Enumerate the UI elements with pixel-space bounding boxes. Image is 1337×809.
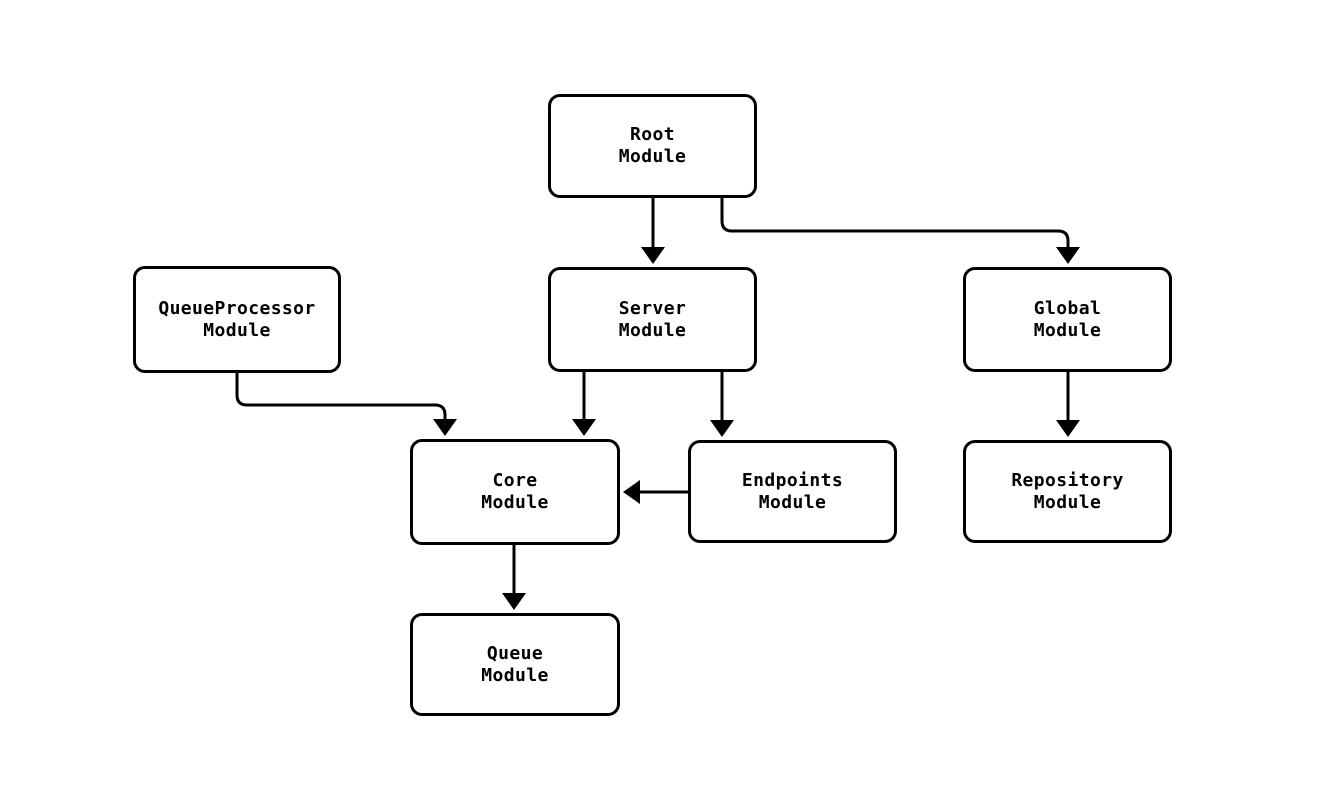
node-root-label-line1: Root <box>630 124 675 145</box>
node-core-label-line1: Core <box>492 470 538 491</box>
node-queue-label-line2: Module <box>481 664 549 686</box>
node-global-label-line2: Module <box>1033 319 1102 341</box>
edge-queueprocessor-to-core <box>235 373 457 436</box>
node-queue-label-line1: Queue <box>486 642 544 664</box>
node-endpoints-label-line2: Module <box>758 491 827 513</box>
node-repository-label-line2: Module <box>1033 491 1102 513</box>
node-server-label-line1: Server <box>618 297 687 319</box>
node-queueprocessor-label-line1: QueueProcessor <box>158 297 316 319</box>
node-core-label-line2: Module <box>481 492 549 513</box>
node-endpoints-label-line1: Endpoints <box>741 469 844 491</box>
node-queueprocessor-label-line2: Module <box>203 319 271 341</box>
node-server-label-line2: Module <box>618 319 687 341</box>
node-root-label-line2: Module <box>618 146 687 167</box>
node-global-label-line1: Global <box>1033 297 1102 319</box>
edge-root-to-global <box>720 198 1080 264</box>
node-repository-label-line1: Repository <box>1011 469 1124 491</box>
